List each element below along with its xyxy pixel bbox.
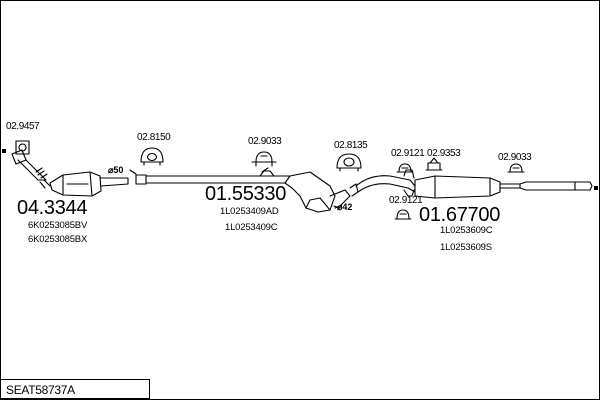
diameter-pointer (129, 169, 137, 175)
rubber-mount-icon[interactable] (140, 147, 164, 166)
bracket-icon[interactable] (425, 157, 443, 171)
fitting-ref-label: 02.9121 (389, 195, 423, 206)
fitting-ref-label: 02.9033 (498, 152, 532, 163)
rear-pipe-bend (355, 175, 416, 187)
clamp-icon[interactable] (396, 163, 414, 173)
fitting-ref-label: 02.9457 (6, 121, 40, 132)
fitting-ref-label: 02.9353 (427, 148, 461, 159)
oem-reference: 6K0253085BV (28, 220, 88, 231)
right-edge-marker (594, 186, 598, 190)
section-part-number: 01.55330 (205, 183, 287, 205)
title-box: SEAT58737A (0, 379, 150, 399)
clamp-icon[interactable] (394, 209, 412, 220)
downpipe (17, 159, 47, 181)
diameter-pointer (333, 205, 341, 209)
fitting-ref-label: 02.8150 (137, 132, 171, 143)
diagram-title: SEAT58737A (6, 383, 75, 397)
catalytic-converter-section[interactable] (11, 149, 129, 197)
rear-silencer-section[interactable] (355, 169, 593, 199)
middle-outlet-bend (329, 189, 351, 209)
diameter-label: ⌀50 (108, 165, 124, 175)
tailpipe (499, 181, 593, 191)
left-edge-marker (2, 149, 6, 153)
manifold-flange (11, 149, 27, 165)
section-part-number: 01.67700 (419, 204, 501, 226)
rear-silencer-body (414, 175, 501, 199)
clamp-icon[interactable] (251, 151, 277, 167)
oem-reference: 6K0253085BX (28, 234, 88, 245)
front-outlet-pipe (99, 177, 129, 187)
fitting-ref-label: 02.9121 (391, 148, 425, 159)
fitting-ref-label: 02.8135 (334, 140, 368, 151)
oem-reference: 1L0253609S (440, 242, 492, 253)
middle-silencer-body (284, 171, 336, 213)
gasket-icon[interactable] (15, 140, 30, 155)
diameter-label: ⌀42 (337, 202, 353, 212)
oem-reference: 1L0253409AD (220, 206, 279, 217)
rubber-mount-icon[interactable] (336, 153, 362, 172)
section-part-number: 04.3344 (17, 197, 88, 219)
oem-reference: 1L0253609C (440, 225, 493, 236)
middle-pipe (145, 175, 291, 184)
clamp-icon[interactable] (507, 163, 525, 173)
catalytic-converter-body (49, 171, 102, 197)
oem-reference: 1L0253409C (225, 222, 278, 233)
middle-silencer-section[interactable] (135, 167, 359, 213)
front-joint-clamp (135, 174, 147, 185)
fitting-ref-label: 02.9033 (248, 136, 282, 147)
